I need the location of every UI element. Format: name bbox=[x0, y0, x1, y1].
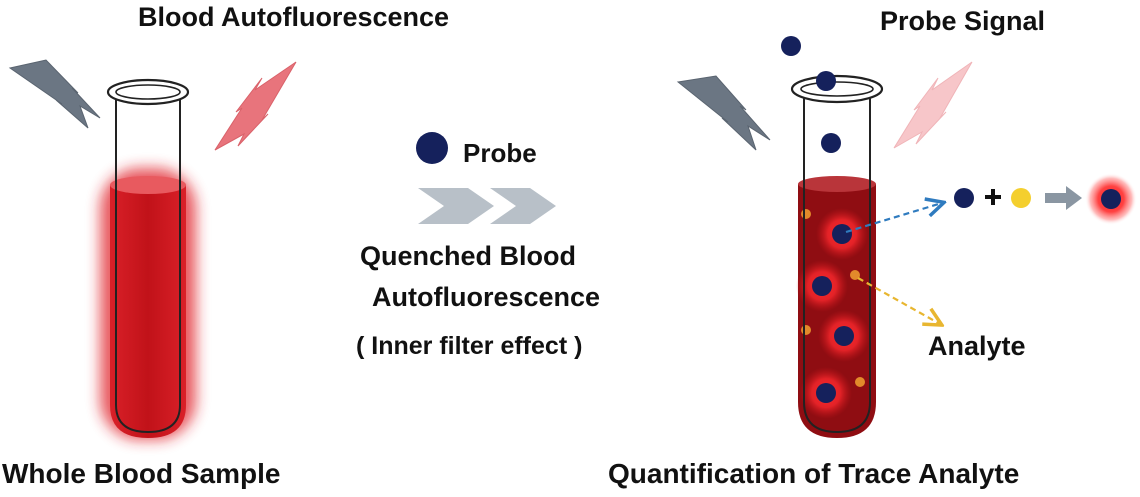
analyte-label: Analyte bbox=[928, 331, 1026, 361]
blood-fill bbox=[110, 185, 186, 438]
falling-probe-3 bbox=[821, 133, 841, 153]
tube-glass-right bbox=[803, 96, 871, 434]
arrow-right-icon bbox=[1045, 186, 1082, 210]
dark-blood-surface bbox=[798, 176, 876, 192]
tube-rim-inner bbox=[115, 84, 181, 100]
tube-glass bbox=[115, 100, 181, 434]
inner-filter-effect-label: ( Inner filter effect ) bbox=[356, 332, 583, 360]
dashed-arrow-to-probe bbox=[845, 203, 942, 234]
dashed-arrow-to-analyte bbox=[857, 277, 940, 324]
excitation-lightning-icon-right bbox=[676, 75, 771, 151]
reaction-analyte-dot bbox=[1011, 188, 1031, 208]
blood-autofluorescence-label: Blood Autofluorescence bbox=[138, 2, 450, 32]
tube-rim-inner-right bbox=[800, 81, 874, 97]
plus-icon bbox=[985, 189, 1001, 205]
probe-legend-dot bbox=[416, 132, 448, 164]
blood-surface bbox=[110, 176, 186, 194]
quantification-tube bbox=[781, 36, 884, 438]
emission-lightning-icon-left bbox=[214, 61, 297, 151]
excitation-lightning-icon-left bbox=[8, 59, 101, 129]
quantification-caption: Quantification of Trace Analyte bbox=[608, 458, 1020, 489]
quenched-label-line1: Quenched Blood bbox=[360, 241, 576, 271]
whole-blood-sample-caption: Whole Blood Sample bbox=[2, 458, 281, 489]
whole-blood-tube bbox=[100, 78, 196, 440]
quenched-label-line2: Autofluorescence bbox=[372, 282, 601, 312]
probe-legend-label: Probe bbox=[463, 138, 537, 168]
product-probe-dot bbox=[1101, 189, 1121, 209]
emission-lightning-icon-right bbox=[893, 61, 973, 149]
glowing-probes bbox=[796, 208, 870, 419]
falling-probe-2 bbox=[816, 71, 836, 91]
falling-probe-1 bbox=[781, 36, 801, 56]
reaction-probe-dot bbox=[954, 188, 974, 208]
double-chevron-icon bbox=[418, 188, 556, 224]
probe-signal-label: Probe Signal bbox=[880, 6, 1046, 36]
